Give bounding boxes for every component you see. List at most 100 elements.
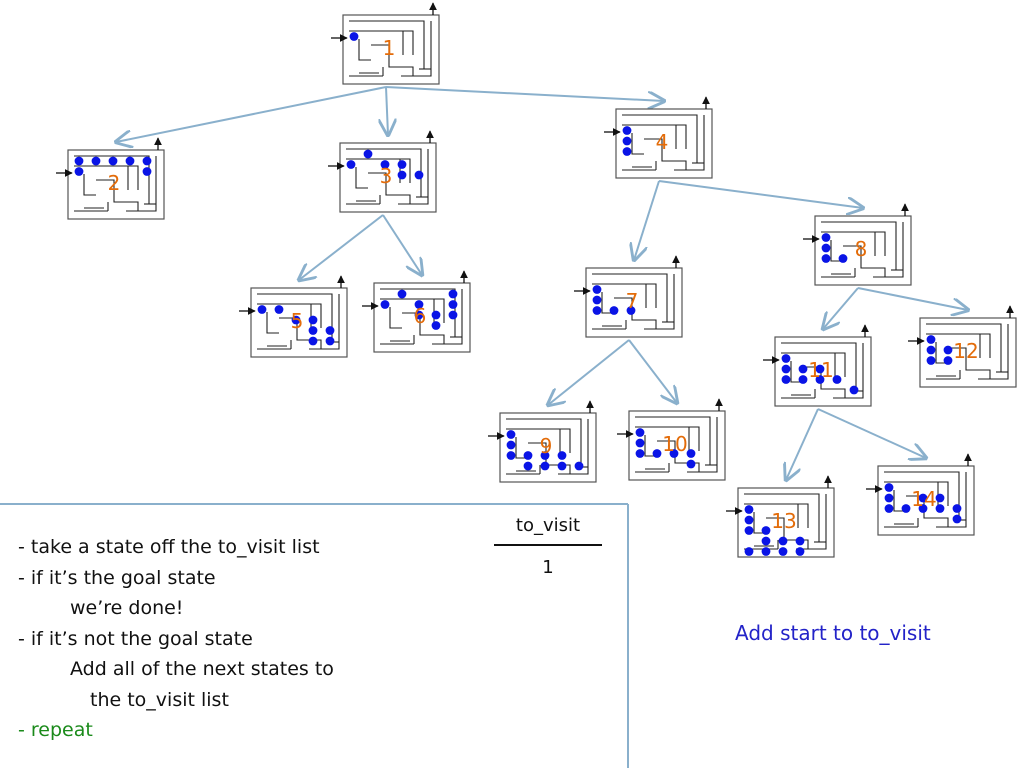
algorithm-line-1: - take a state off the to_visit list (18, 536, 320, 558)
maze-wall (380, 298, 445, 323)
path-dot (918, 504, 928, 513)
path-dot (744, 515, 754, 525)
maze-state-12: 12 (908, 305, 1017, 388)
maze-border (877, 465, 975, 536)
maze-wall (631, 133, 644, 155)
tree-edges (116, 86, 968, 480)
path-dot (884, 504, 894, 513)
path-dot (821, 254, 831, 263)
maze-wall (744, 493, 820, 542)
maze-wall (257, 303, 322, 328)
path-dot (838, 254, 848, 263)
maze-state-2: 2 (56, 137, 165, 220)
path-dot (257, 305, 267, 314)
path-dot (622, 126, 632, 135)
state-number: 1 (383, 36, 396, 60)
path-dot (540, 461, 550, 471)
maze-wall (614, 297, 657, 329)
path-dot (669, 449, 679, 458)
maze-state-4: 4 (604, 96, 713, 179)
maze-wall (592, 283, 657, 308)
maze-wall (948, 347, 991, 379)
maze-wall (906, 495, 949, 527)
path-dot (943, 356, 953, 365)
edge-1-3 (386, 86, 388, 135)
maze-wall (74, 165, 139, 190)
maze-wall (884, 471, 960, 520)
path-dot (414, 170, 424, 180)
path-dot (901, 504, 911, 513)
path-dot (635, 449, 645, 458)
maze-state-14: 14 (866, 453, 975, 536)
maze-wall (744, 503, 809, 528)
maze-wall (601, 292, 614, 314)
maze-border (67, 149, 165, 220)
path-dot (506, 451, 516, 460)
path-dot (626, 306, 636, 315)
maze-border (499, 412, 597, 483)
path-dot (761, 526, 771, 535)
step-caption: Add start to to_visit (735, 621, 931, 645)
path-dot (380, 300, 390, 309)
path-dot (798, 375, 808, 384)
edge-1-2 (116, 86, 387, 142)
path-dot (935, 504, 945, 513)
maze-state-1: 1 (331, 2, 440, 85)
maze-wall (368, 172, 411, 204)
state-number: 8 (855, 237, 868, 261)
path-dot (108, 156, 118, 166)
path-dot (815, 364, 825, 374)
maze-state-7: 7 (574, 255, 683, 338)
path-dot (744, 547, 754, 556)
path-dot (686, 449, 696, 458)
to-visit-item: 1 (542, 557, 554, 578)
path-dot (622, 136, 632, 146)
edge-4-8 (658, 180, 863, 208)
path-dot (778, 547, 788, 556)
edge-8-12 (857, 287, 968, 310)
path-dot (308, 336, 318, 346)
maze-wall (830, 240, 843, 262)
maze-wall (402, 312, 445, 344)
state-number: 13 (771, 509, 796, 533)
path-dot (744, 505, 754, 514)
path-dot (557, 461, 567, 471)
state-number: 2 (108, 171, 121, 195)
maze-wall (257, 293, 333, 342)
path-dot (349, 32, 359, 41)
path-dot (849, 385, 859, 395)
edge-1-4 (385, 86, 664, 101)
maze-wall (506, 418, 582, 467)
maze-wall (371, 44, 414, 76)
path-dot (308, 326, 318, 335)
maze-wall (926, 323, 1002, 372)
path-dot (761, 547, 771, 556)
path-dot (832, 375, 842, 384)
state-number: 3 (380, 164, 393, 188)
maze-wall (401, 21, 432, 77)
maze-wall (657, 440, 700, 472)
maze-wall (96, 179, 139, 211)
maze-wall (935, 342, 948, 364)
path-dot (952, 514, 962, 524)
path-dot (397, 289, 407, 299)
maze-wall (781, 342, 857, 391)
state-number: 7 (626, 289, 639, 313)
path-dot (935, 493, 945, 503)
path-dot (926, 345, 936, 355)
path-dot (952, 504, 962, 513)
state-number: 4 (656, 130, 669, 154)
maze-wall (803, 366, 846, 398)
maze-wall (873, 222, 904, 278)
path-dot (884, 493, 894, 503)
state-number: 11 (808, 358, 833, 382)
path-dot (686, 459, 696, 469)
path-dot (74, 167, 84, 176)
maze-wall (644, 274, 675, 330)
path-dot (431, 310, 441, 320)
maze-border (774, 336, 872, 407)
path-dot (798, 364, 808, 374)
maze-wall (358, 39, 371, 61)
to-visit-header: to_visit (515, 515, 581, 536)
path-dot (574, 461, 584, 471)
